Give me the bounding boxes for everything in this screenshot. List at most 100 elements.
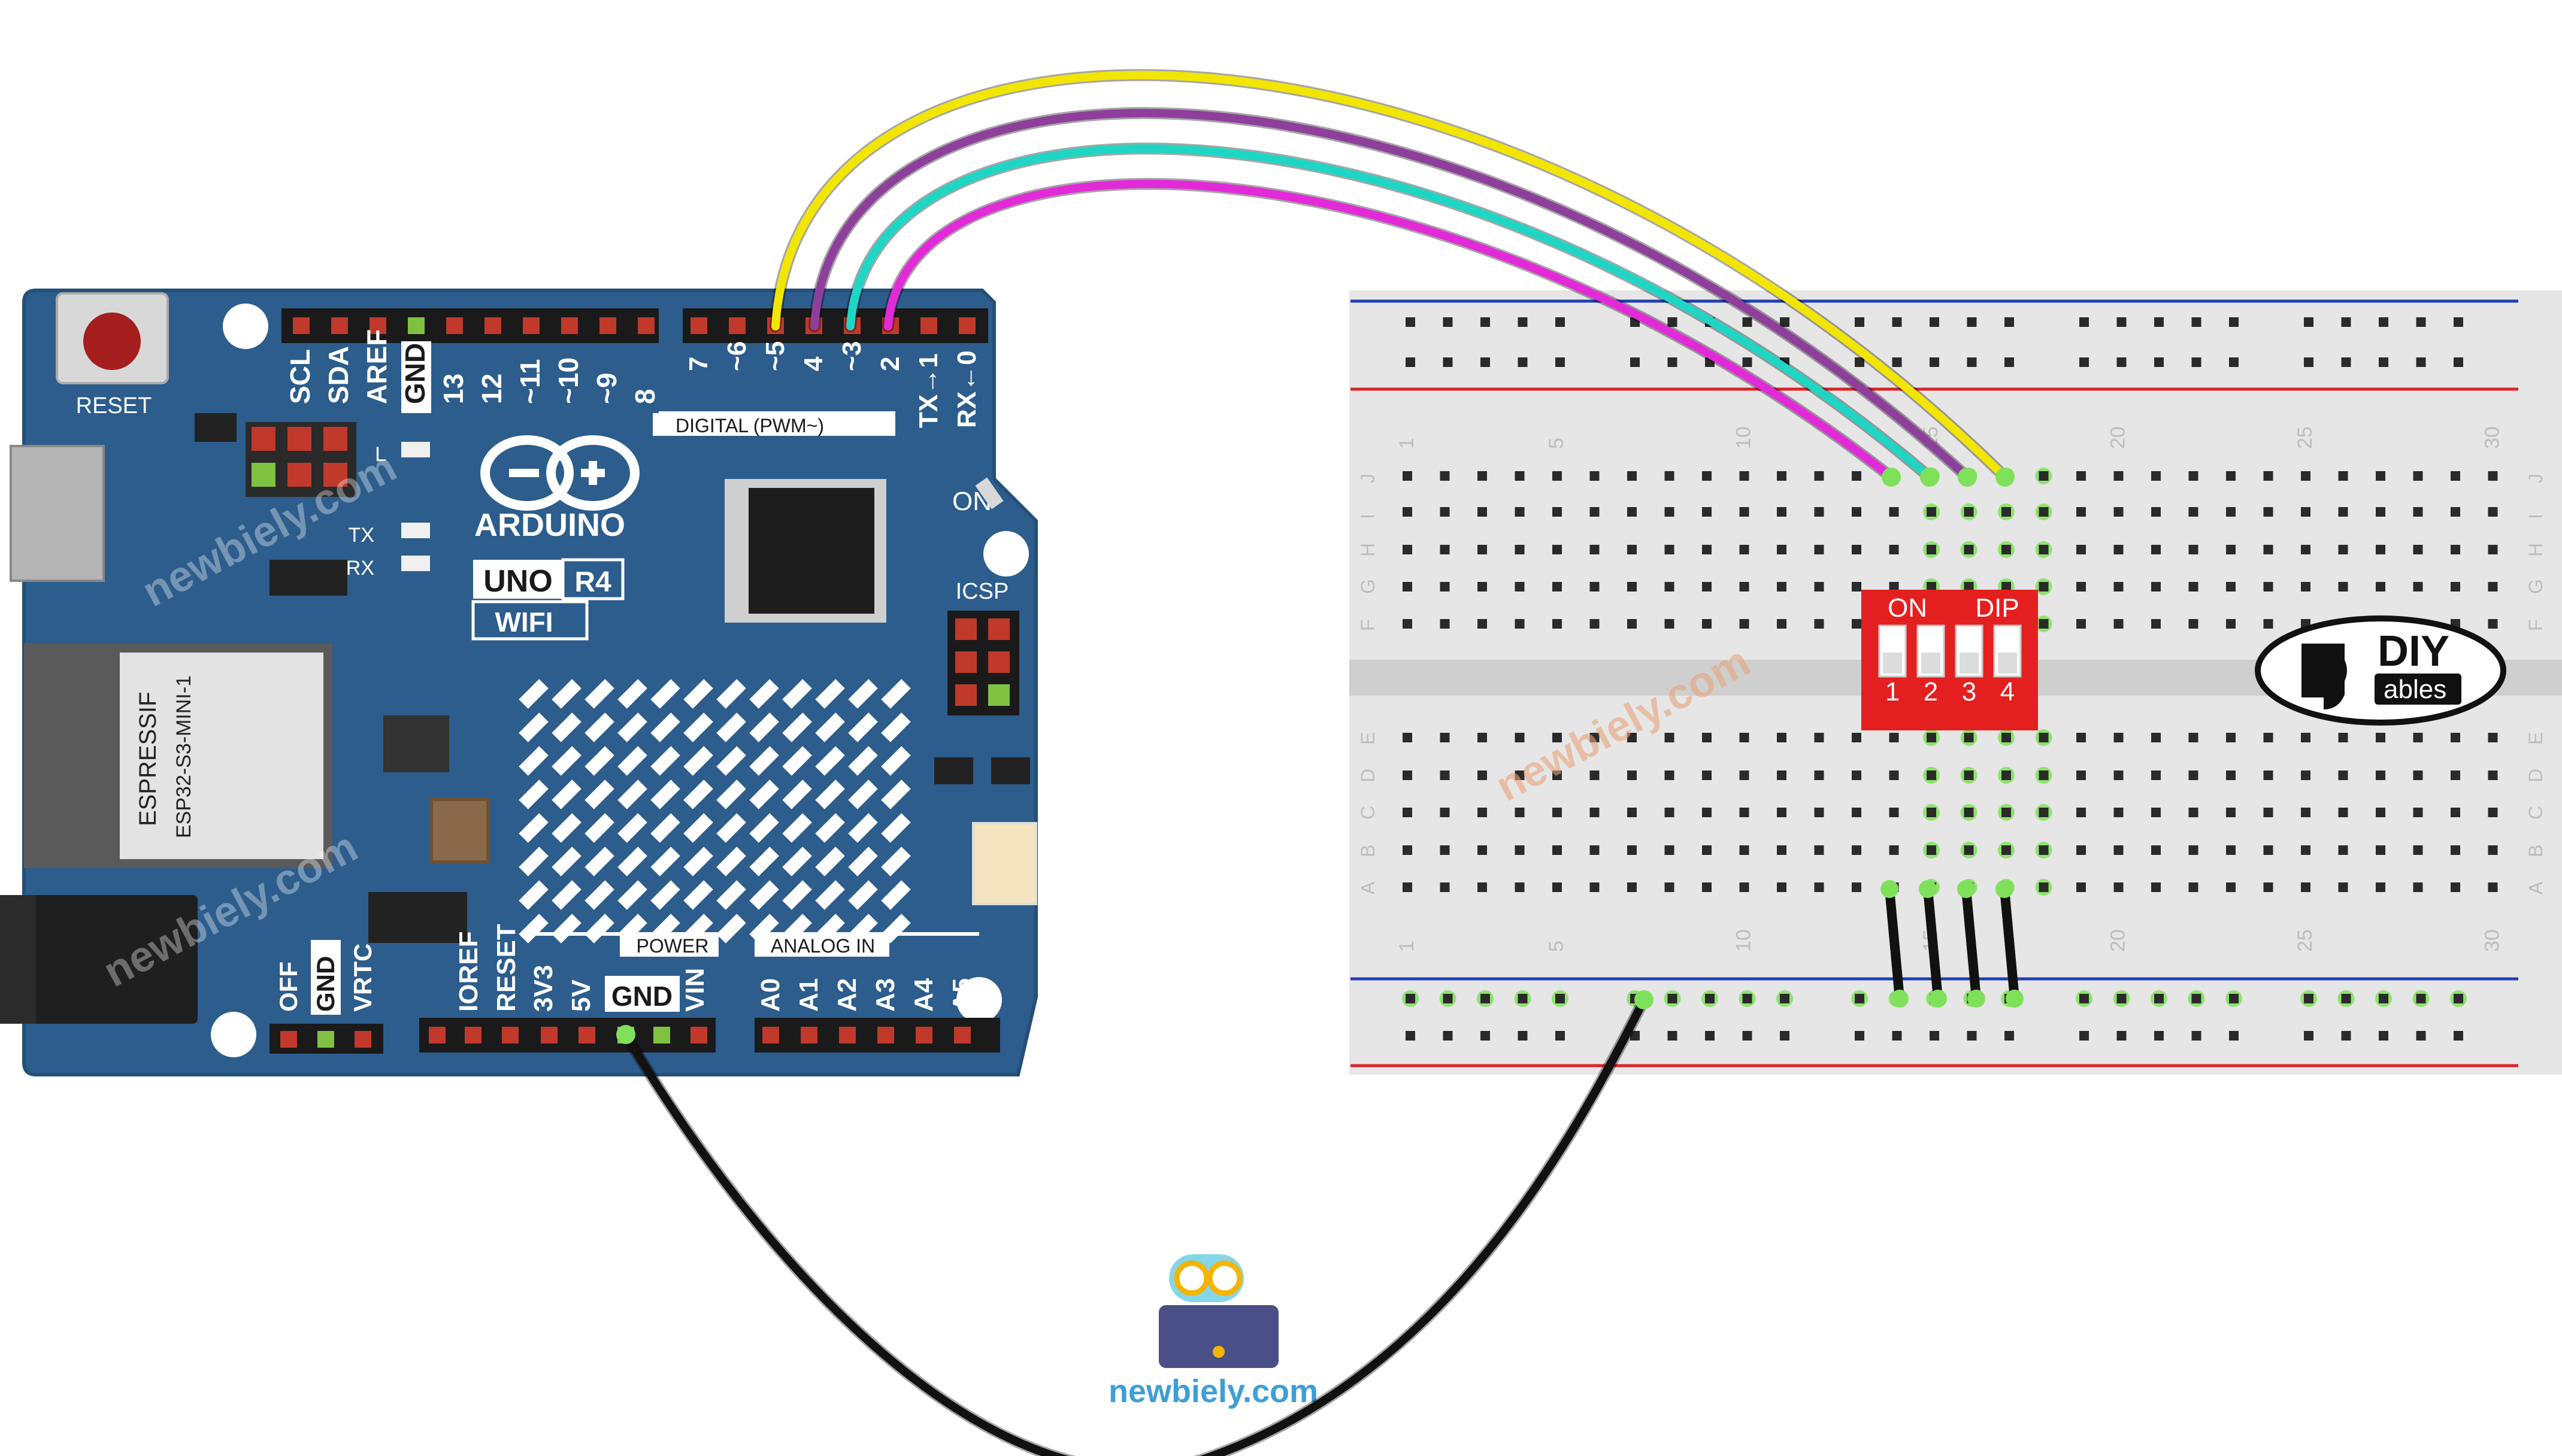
icsp-header bbox=[947, 611, 1019, 715]
pin-label: TX→1 bbox=[914, 353, 943, 428]
header-hole[interactable] bbox=[920, 317, 937, 334]
pin-label: A4 bbox=[909, 978, 938, 1012]
mcu-chip bbox=[725, 479, 886, 623]
diyables-logo: DIY ables bbox=[2255, 615, 2506, 726]
barrel-jack bbox=[0, 895, 198, 1024]
logo-ables: ables bbox=[2384, 675, 2446, 704]
row-letter: J bbox=[1357, 474, 1379, 483]
pin-label: ~11 bbox=[514, 359, 546, 405]
dip-ground-jumper bbox=[1923, 884, 1943, 1003]
mounting-hole bbox=[211, 1012, 256, 1057]
column-number: 5 bbox=[1545, 438, 1568, 449]
wires bbox=[616, 69, 2024, 1456]
pin-label: 7 bbox=[684, 357, 713, 371]
row-letter: B bbox=[1357, 845, 1379, 857]
pin-label: A1 bbox=[794, 978, 823, 1012]
led-label-tx: TX bbox=[349, 524, 374, 547]
digital-header-label: DIGITAL (PWM~) bbox=[676, 415, 824, 436]
pin-label: 3V3 bbox=[529, 965, 558, 1012]
column-number: 5 bbox=[1545, 941, 1568, 952]
reset-label: RESET bbox=[76, 393, 152, 418]
pin-label: 5V bbox=[567, 979, 596, 1012]
row-letter: D bbox=[2525, 769, 2546, 782]
column-number: 30 bbox=[2481, 929, 2504, 952]
reset-button[interactable] bbox=[56, 292, 169, 384]
dip-ground-jumper bbox=[2000, 884, 2019, 1003]
arduino-logo bbox=[480, 435, 640, 511]
row-letter: I bbox=[1357, 514, 1379, 519]
column-number: 1 bbox=[1395, 941, 1418, 952]
footer-logo-text: newbiely.com bbox=[1109, 1373, 1318, 1409]
pin-label: 13 bbox=[438, 374, 469, 404]
pin-label: GND bbox=[399, 343, 431, 404]
pin-label: ~3 bbox=[837, 341, 867, 371]
dip-ground-jumper bbox=[1961, 884, 1981, 1003]
status-leds: L TX RX bbox=[246, 422, 430, 580]
column-number: 25 bbox=[2294, 929, 2316, 952]
row-letter: J bbox=[2525, 474, 2546, 483]
led-label-l: L bbox=[375, 443, 386, 466]
pin-label: SDA bbox=[323, 346, 354, 404]
model-label: UNO bbox=[483, 564, 553, 599]
pin-label: 12 bbox=[476, 374, 507, 404]
column-number: 10 bbox=[1733, 426, 1755, 449]
wire-0 bbox=[771, 71, 2009, 481]
mounting-hole bbox=[223, 304, 268, 349]
row-letter: A bbox=[1357, 881, 1379, 894]
pin-label: AREF bbox=[361, 329, 392, 404]
usb-connector bbox=[10, 445, 105, 582]
mounting-hole bbox=[956, 977, 1002, 1023]
dip-position-label: 3 bbox=[1962, 677, 1976, 706]
wire-4 bbox=[622, 996, 1648, 1456]
pin-label: 4 bbox=[799, 356, 828, 371]
pin-label: ~6 bbox=[722, 341, 752, 371]
mounting-hole bbox=[983, 531, 1029, 577]
column-number: 30 bbox=[2481, 426, 2504, 449]
row-letter: F bbox=[2525, 619, 2546, 631]
pin-label: 8 bbox=[629, 389, 661, 404]
header-hole[interactable] bbox=[729, 317, 746, 334]
arduino-board: RESET ESPRESSIF ESP32-S3-MINI-1 bbox=[0, 289, 1038, 1076]
module-vendor-label: ESPRESSIF bbox=[135, 691, 161, 826]
pin-label: A0 bbox=[756, 978, 785, 1012]
row-letter: E bbox=[1357, 732, 1379, 745]
led-label-rx: RX bbox=[346, 557, 374, 580]
wire-3 bbox=[884, 180, 1895, 481]
power-header-label: POWER bbox=[637, 935, 709, 957]
brand-label: ARDUINO bbox=[474, 507, 625, 543]
pin-label: GND bbox=[311, 956, 340, 1012]
pin-label: ~9 bbox=[591, 373, 622, 404]
logo-diy: DIY bbox=[2378, 627, 2449, 675]
column-number: 20 bbox=[2107, 426, 2130, 449]
row-letter: H bbox=[1357, 543, 1379, 557]
newbiely-footer-logo: newbiely.com bbox=[1109, 1254, 1318, 1409]
row-letter: G bbox=[1357, 579, 1379, 594]
column-number: 10 bbox=[1733, 929, 1755, 952]
pin-label: VIN bbox=[680, 968, 710, 1012]
pin-label: A3 bbox=[871, 978, 900, 1012]
pin-label: ~10 bbox=[553, 357, 584, 404]
pin-label: ~5 bbox=[761, 341, 790, 371]
icsp-label: ICSP bbox=[956, 579, 1009, 604]
dip-on-label: ON bbox=[1888, 593, 1927, 623]
pin-label: SCL bbox=[284, 349, 316, 404]
row-letter: E bbox=[2525, 732, 2546, 745]
row-letter: I bbox=[2525, 514, 2546, 519]
pin-label: 2 bbox=[876, 357, 905, 371]
column-number: 20 bbox=[2107, 929, 2130, 952]
header-hole[interactable] bbox=[959, 317, 976, 334]
pin-label: OFF bbox=[274, 961, 302, 1012]
led-matrix bbox=[519, 679, 911, 944]
row-letter: A bbox=[2525, 881, 2546, 894]
row-letter: H bbox=[2525, 543, 2546, 557]
dip-ground-jumper bbox=[1885, 884, 1904, 1003]
wire-2 bbox=[846, 144, 1934, 481]
power-header bbox=[419, 1018, 716, 1052]
pin-label: VRTC bbox=[349, 944, 377, 1012]
row-letter: C bbox=[1357, 806, 1379, 820]
wire-1 bbox=[810, 108, 1972, 481]
analog-header-label: ANALOG IN bbox=[771, 935, 875, 957]
header-hole[interactable] bbox=[691, 317, 707, 334]
